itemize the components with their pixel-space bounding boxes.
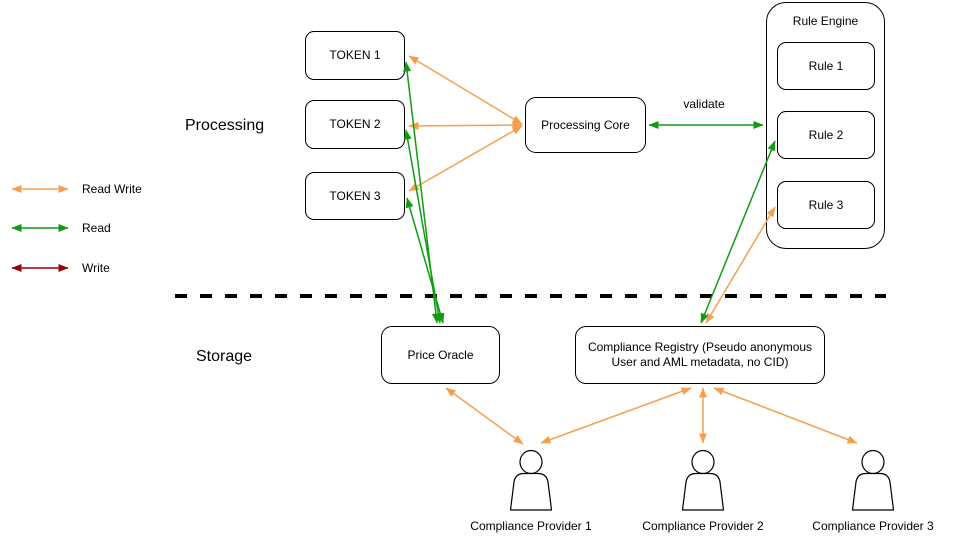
node-compliance-registry-label-line1: Compliance Registry (Pseudo anonymous [587,340,813,354]
edge-label-validate: validate [683,97,725,111]
node-rule-1-label: Rule 1 [808,58,844,73]
actor-icon-compliance-provider-1 [509,449,553,511]
node-price-oracle-label: Price Oracle [407,347,474,362]
legend-item-read: Read [8,220,111,236]
legend-label-write: Write [82,261,110,275]
legend-label-read-write: Read Write [82,182,142,196]
node-token-1-label: TOKEN 1 [329,48,381,62]
node-token-2: TOKEN 2 [305,100,405,149]
edge-token2-core [408,121,523,130]
node-token-1: TOKEN 1 [305,31,405,80]
actor-icon-compliance-provider-2 [681,449,725,511]
actor-label-compliance-provider-2: Compliance Provider 2 [642,519,764,533]
node-token-2-label: TOKEN 2 [329,117,381,131]
edge-registry-rule2 [700,140,776,324]
section-label-processing: Processing [185,117,265,134]
edge-oracle-provider1 [445,387,524,445]
edge-oracle-token1 [403,61,440,324]
node-compliance-registry-label-line2: User and AML metadata, no CID) [611,355,789,369]
node-price-oracle: Price Oracle [381,326,500,384]
node-rule-engine-title: Rule Engine [792,14,859,28]
node-rule-3-label: Rule 3 [808,197,844,212]
legend-item-write: Write [8,260,110,276]
actor-label-compliance-provider-3: Compliance Provider 3 [812,519,934,533]
section-label-storage: Storage [196,348,253,365]
node-token-3-label: TOKEN 3 [329,188,381,203]
node-rule-2: Rule 2 [777,111,875,159]
node-compliance-registry: Compliance Registry (Pseudo anonymous Us… [575,326,825,384]
actor-icon-compliance-provider-3 [851,449,895,511]
edge-registry-rule3 [705,206,776,324]
legend-label-read: Read [82,221,111,235]
legend-arrow-read-write-icon [11,185,69,193]
legend-arrow-read-icon [11,224,69,232]
node-rule-3: Rule 3 [777,181,875,229]
node-rule-2-label: Rule 2 [808,127,844,142]
node-token-3: TOKEN 3 [305,172,405,220]
node-processing-core-label: Processing Core [541,117,630,132]
node-rule-1: Rule 1 [777,42,875,90]
edge-oracle-token2 [403,129,443,324]
legend-arrow-write-icon [11,264,69,272]
edge-registry-provider1 [540,387,692,444]
edge-token1-core [408,55,523,125]
node-processing-core: Processing Core [525,97,646,153]
edge-token3-core [408,125,523,192]
edge-registry-provider3 [713,387,858,444]
edge-oracle-token3 [405,197,445,324]
actor-label-compliance-provider-1: Compliance Provider 1 [470,519,592,533]
legend-item-read-write: Read Write [8,181,142,197]
